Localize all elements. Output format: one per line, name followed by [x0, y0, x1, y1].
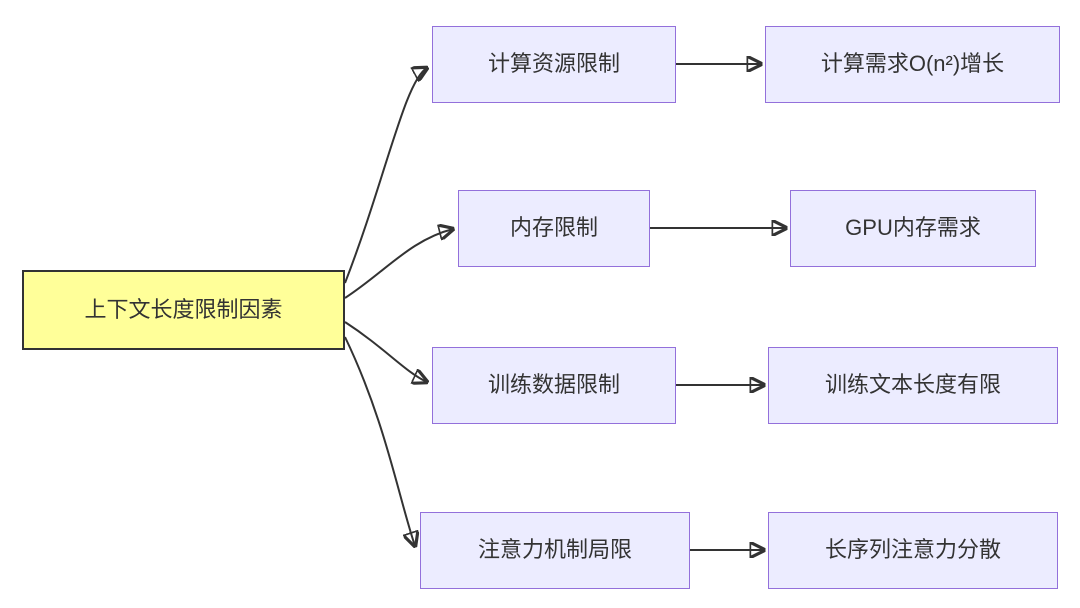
node-attention-dispersion: 长序列注意力分散: [768, 512, 1058, 589]
node-compute-limit: 计算资源限制: [432, 26, 676, 103]
edge-root-to-memory: [344, 229, 453, 299]
root-node: 上下文长度限制因素: [22, 270, 345, 350]
node-gpu-memory: GPU内存需求: [790, 190, 1036, 267]
node-training-text-length: 训练文本长度有限: [768, 347, 1058, 424]
node-compute-growth: 计算需求O(n²)增长: [765, 26, 1060, 103]
node-attention-limit: 注意力机制局限: [420, 512, 690, 589]
node-memory-limit: 内存限制: [458, 190, 650, 267]
edge-root-to-training: [344, 321, 427, 382]
edge-root-to-compute: [344, 68, 427, 284]
node-training-data-limit: 训练数据限制: [432, 347, 676, 424]
edge-root-to-attention: [344, 336, 415, 546]
